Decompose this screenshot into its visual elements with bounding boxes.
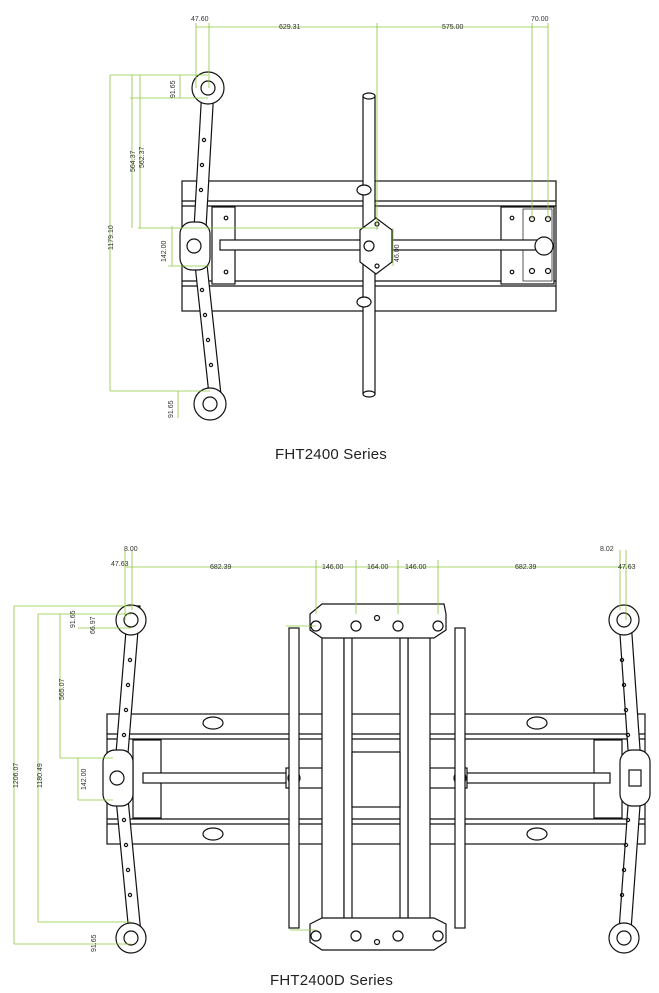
bottom-vertical-bar-right <box>407 606 431 948</box>
top-dim-562-37: 562.37 <box>139 146 146 168</box>
top-dim-142-00: 142.00 <box>161 240 168 262</box>
bot-dim-682-39-left: 682.39 <box>210 564 232 571</box>
bot-dim-1180-49: 1180.49 <box>37 763 44 788</box>
bot-dim-47-63-left: 47.63 <box>111 561 129 568</box>
top-dim-91-65-lower: 91.65 <box>168 400 175 418</box>
top-dim-46-00: 46.00 <box>394 244 401 262</box>
caption-fht2400: FHT2400 Series <box>275 446 388 463</box>
bot-dim-565-07: 565.07 <box>59 678 66 700</box>
bottom-bottom-bracket <box>309 917 447 951</box>
fht2400d-drawing <box>13 550 651 954</box>
fht2400-drawing <box>109 23 557 421</box>
top-dim-91-65-upper: 91.65 <box>170 80 177 98</box>
caption-fht2400d: FHT2400D Series <box>270 972 394 989</box>
top-center-clamp <box>359 217 393 275</box>
bot-dim-47-63-right: 47.63 <box>618 564 636 571</box>
top-dim-70-00: 70.00 <box>531 16 549 23</box>
bot-dim-91-65-lower: 91.65 <box>91 934 98 952</box>
top-dim-1179-10: 1179.10 <box>108 225 115 250</box>
bot-dim-91-65-upper: 91.65 <box>70 610 77 628</box>
bot-dim-146-00-left: 146.00 <box>322 564 344 571</box>
top-dim-629-31: 629.31 <box>279 24 301 31</box>
bot-dim-146-00-right: 146.00 <box>405 564 427 571</box>
bot-dim-682-39-right: 682.39 <box>515 564 537 571</box>
bot-dim-8-02: 8.02 <box>600 546 614 553</box>
bot-dim-1206-07: 1206.07 <box>13 763 20 788</box>
bottom-vertical-bar-left <box>321 606 345 948</box>
top-arm-upper-clamp <box>191 71 225 105</box>
top-arm-lower-clamp <box>193 387 227 421</box>
bot-dim-8-00: 8.00 <box>124 546 138 553</box>
bot-dim-66-97: 66.97 <box>90 616 97 634</box>
top-dim-575-00: 575.00 <box>442 24 464 31</box>
bot-dim-142-00: 142.00 <box>81 768 88 790</box>
top-dim-47-60: 47.60 <box>191 16 209 23</box>
bottom-top-bracket <box>309 603 447 639</box>
top-dim-564-37: 564.37 <box>130 150 137 172</box>
bot-dim-164-00: 164.00 <box>367 564 389 571</box>
